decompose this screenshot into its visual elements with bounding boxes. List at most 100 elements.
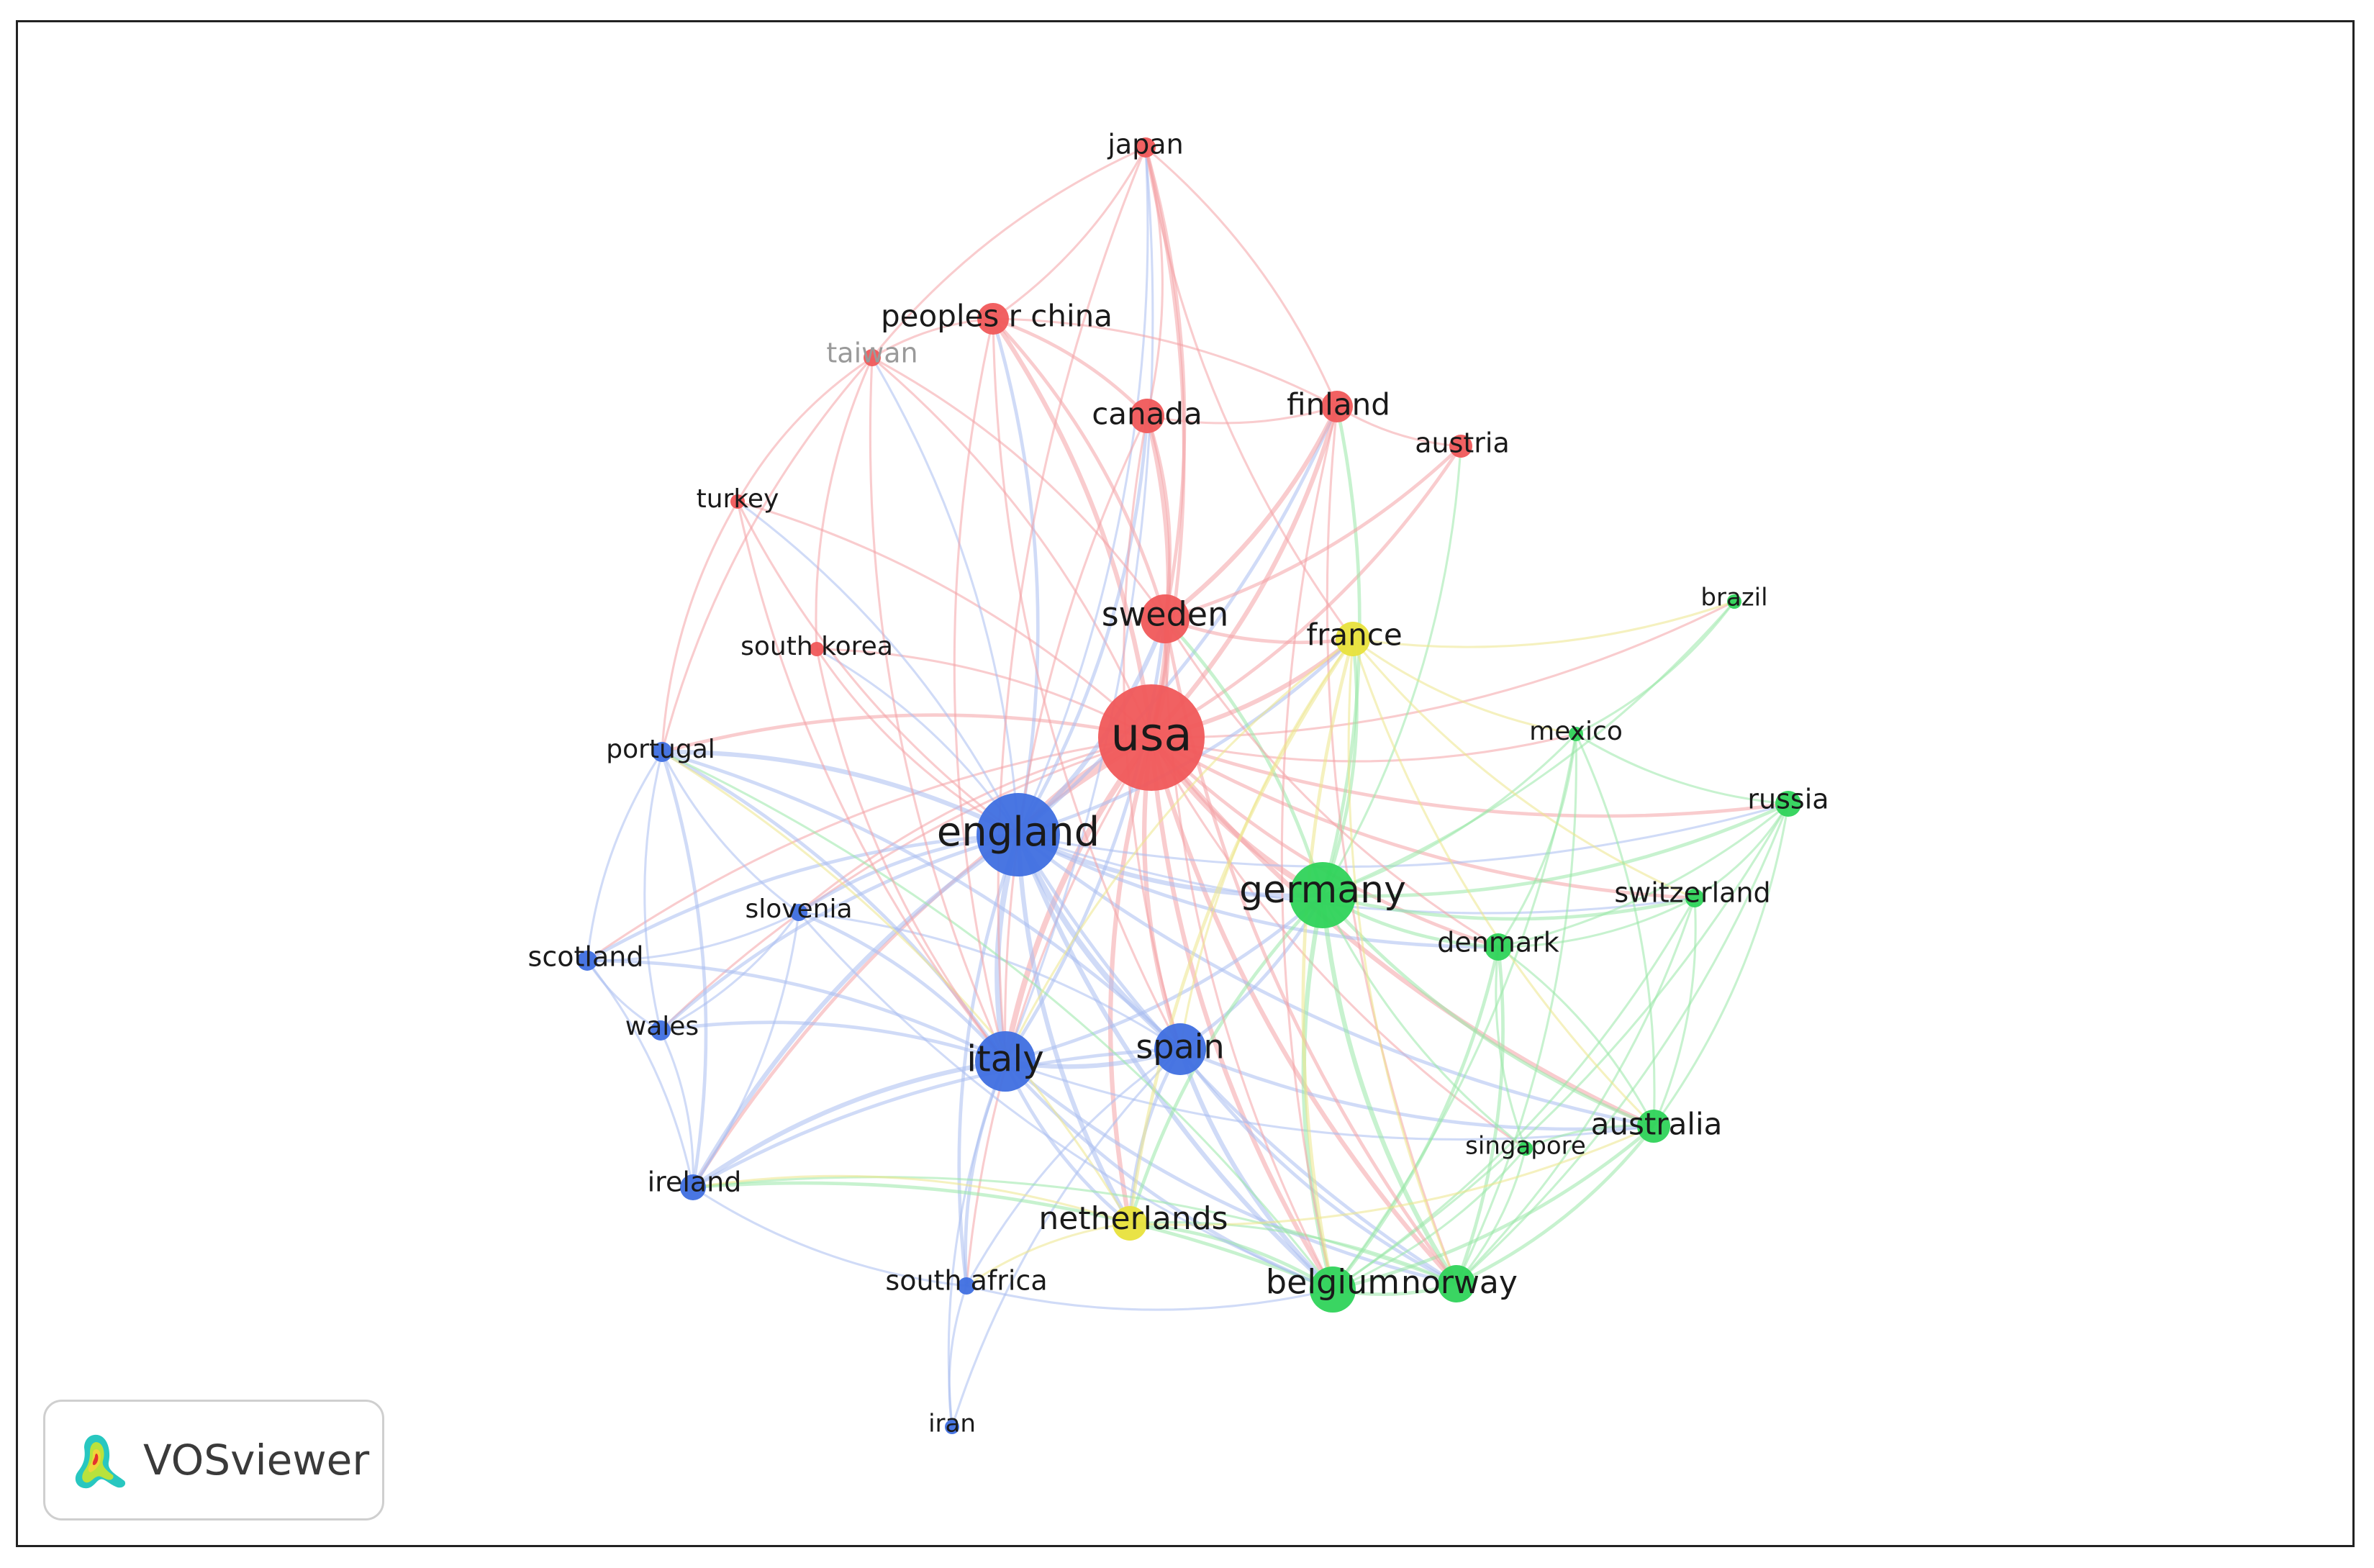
link-usa-singapore bbox=[1150, 737, 1526, 1150]
node-italy[interactable] bbox=[975, 1031, 1036, 1092]
node-label-netherlands[interactable]: netherlands bbox=[1038, 1200, 1228, 1237]
node-label-slovenia[interactable]: slovenia bbox=[745, 894, 852, 924]
node-russia[interactable] bbox=[1775, 791, 1801, 817]
node-finland[interactable] bbox=[1321, 391, 1353, 422]
node-denmark[interactable] bbox=[1485, 933, 1512, 961]
node-label-wales[interactable]: wales bbox=[625, 1012, 699, 1041]
node-label-canada[interactable]: canada bbox=[1092, 396, 1202, 432]
node-label-turkey[interactable]: turkey bbox=[697, 484, 779, 514]
node-france[interactable] bbox=[1336, 622, 1370, 656]
node-label-taiwan[interactable]: taiwan bbox=[826, 337, 918, 369]
node-label-england[interactable]: england bbox=[937, 809, 1100, 856]
link-south_africa-iran bbox=[948, 1285, 968, 1428]
link-usa-belgium bbox=[1149, 737, 1335, 1291]
node-germany[interactable] bbox=[1290, 862, 1356, 928]
node-label-ireland[interactable]: ireland bbox=[648, 1166, 742, 1198]
node-label-mexico[interactable]: mexico bbox=[1529, 717, 1623, 746]
node-label-singapore[interactable]: singapore bbox=[1465, 1132, 1586, 1161]
node-peoples-r-china[interactable] bbox=[977, 303, 1009, 335]
node-label-iran[interactable]: iran bbox=[928, 1410, 976, 1438]
node-label-south-africa[interactable]: south africa bbox=[885, 1265, 1047, 1297]
link-taiwan-south_korea bbox=[815, 357, 874, 650]
link-usa-switzerland bbox=[1150, 735, 1695, 900]
link-france-spain bbox=[1179, 638, 1354, 1050]
node-label-austria[interactable]: austria bbox=[1415, 427, 1510, 459]
node-norway[interactable] bbox=[1438, 1265, 1475, 1302]
node-label-scotland[interactable]: scotland bbox=[528, 941, 644, 973]
node-label-switzerland[interactable]: switzerland bbox=[1614, 877, 1770, 909]
link-spain-belgium bbox=[1178, 1048, 1335, 1292]
link-japan-taiwan bbox=[871, 146, 1146, 358]
node-label-australia[interactable]: australia bbox=[1591, 1107, 1723, 1142]
link-peoples_r_china-italy bbox=[953, 318, 1007, 1062]
link-belgium-switzerland bbox=[1332, 897, 1696, 1291]
link-germany-netherlands bbox=[1128, 894, 1324, 1224]
link-england-germany bbox=[1017, 833, 1323, 898]
link-taiwan-italy bbox=[869, 357, 1007, 1062]
node-scotland[interactable] bbox=[577, 951, 597, 971]
node-belgium[interactable] bbox=[1310, 1266, 1356, 1313]
link-belgium-netherlands bbox=[1129, 1221, 1334, 1292]
node-label-portugal[interactable]: portugal bbox=[606, 735, 715, 764]
link-belgium-ireland bbox=[692, 1181, 1333, 1292]
link-canada-finland bbox=[1146, 405, 1338, 425]
node-label-south-korea[interactable]: south korea bbox=[740, 632, 893, 661]
node-wales[interactable] bbox=[651, 1020, 671, 1041]
node-sweden[interactable] bbox=[1141, 594, 1190, 643]
link-scotland-slovenia bbox=[586, 911, 799, 962]
node-label-italy[interactable]: italy bbox=[966, 1038, 1044, 1080]
link-ireland-wales bbox=[659, 1030, 694, 1188]
link-germany-france bbox=[1320, 638, 1359, 896]
link-norway-russia bbox=[1455, 803, 1790, 1285]
node-label-denmark[interactable]: denmark bbox=[1437, 927, 1559, 959]
link-france-norway bbox=[1347, 638, 1458, 1284]
node-south-korea[interactable] bbox=[810, 642, 824, 656]
link-netherlands-south_africa bbox=[966, 1222, 1131, 1287]
node-label-spain[interactable]: spain bbox=[1136, 1028, 1224, 1066]
node-label-germany[interactable]: germany bbox=[1239, 869, 1406, 912]
node-switzerland[interactable] bbox=[1685, 889, 1704, 907]
link-japan-italy bbox=[997, 147, 1147, 1062]
node-taiwan[interactable] bbox=[864, 349, 881, 366]
node-south-africa[interactable] bbox=[958, 1277, 975, 1295]
node-ireland[interactable] bbox=[680, 1174, 706, 1200]
node-portugal[interactable] bbox=[652, 742, 672, 762]
link-england-taiwan bbox=[871, 357, 1020, 835]
node-label-france[interactable]: france bbox=[1306, 617, 1402, 653]
node-brazil[interactable] bbox=[1727, 594, 1741, 609]
node-netherlands[interactable] bbox=[1113, 1206, 1147, 1241]
link-england-japan bbox=[1017, 147, 1149, 835]
node-austria[interactable] bbox=[1449, 435, 1472, 458]
node-label-brazil[interactable]: brazil bbox=[1700, 584, 1767, 612]
node-turkey[interactable] bbox=[730, 494, 745, 509]
node-spain[interactable] bbox=[1154, 1023, 1206, 1075]
node-england[interactable] bbox=[977, 793, 1060, 876]
node-slovenia[interactable] bbox=[790, 904, 807, 921]
link-switzerland-russia bbox=[1694, 803, 1790, 899]
node-label-sweden[interactable]: sweden bbox=[1102, 595, 1229, 634]
link-usa-turkey bbox=[737, 500, 1153, 739]
link-belgium-russia bbox=[1332, 803, 1790, 1291]
node-japan[interactable] bbox=[1136, 137, 1156, 158]
node-label-norway[interactable]: norway bbox=[1401, 1264, 1518, 1301]
link-denmark-switzerland bbox=[1498, 897, 1695, 948]
node-label-peoples-r-china[interactable]: peoples r china bbox=[881, 299, 1113, 334]
node-australia[interactable] bbox=[1637, 1110, 1670, 1143]
node-label-russia[interactable]: russia bbox=[1747, 784, 1829, 815]
link-usa-south_africa bbox=[965, 737, 1153, 1287]
link-portugal-slovenia bbox=[661, 751, 799, 914]
node-usa[interactable] bbox=[1098, 684, 1205, 791]
node-iran[interactable] bbox=[945, 1420, 959, 1434]
link-england-turkey bbox=[737, 500, 1020, 835]
node-label-belgium[interactable]: belgium bbox=[1266, 1263, 1400, 1302]
link-netherlands-portugal bbox=[661, 751, 1131, 1224]
link-netherlands-australia bbox=[1129, 1125, 1654, 1226]
node-label-japan[interactable]: japan bbox=[1107, 129, 1183, 160]
node-singapore[interactable] bbox=[1518, 1141, 1533, 1156]
node-label-usa[interactable]: usa bbox=[1110, 709, 1192, 762]
link-finland-norway bbox=[1326, 406, 1458, 1284]
node-canada[interactable] bbox=[1130, 399, 1164, 433]
node-label-finland[interactable]: finland bbox=[1287, 387, 1390, 422]
node-mexico[interactable] bbox=[1569, 727, 1583, 741]
